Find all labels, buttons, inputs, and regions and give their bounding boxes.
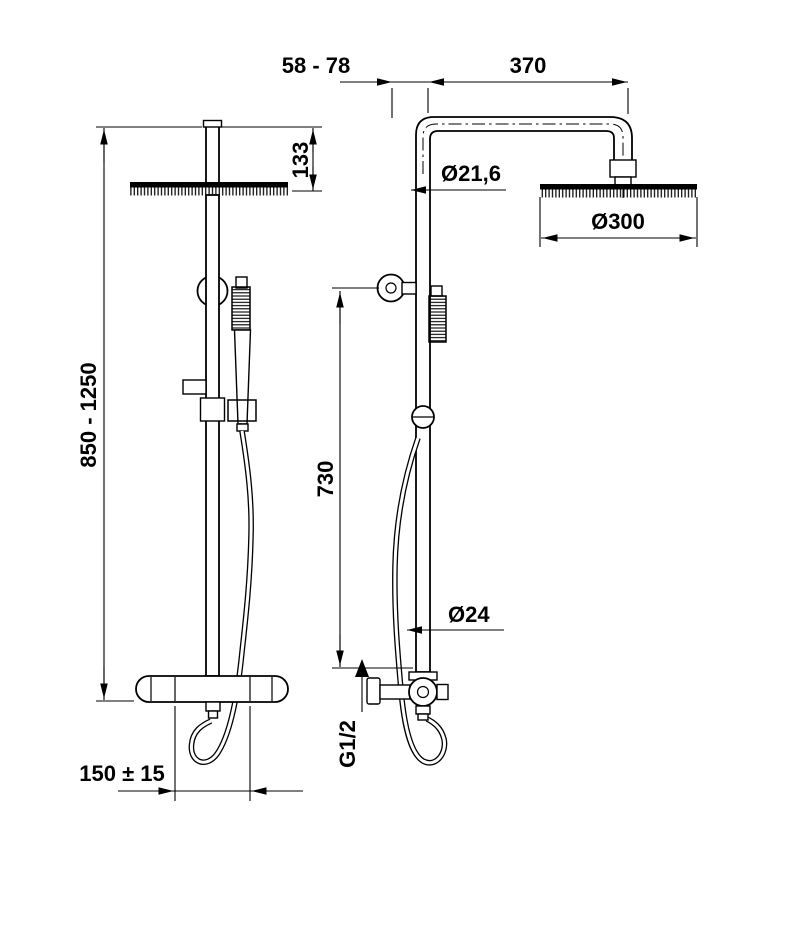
wall-inlet-flange-side	[366, 677, 381, 705]
dim-label-head-drop: 133	[288, 142, 313, 179]
dim-label-connection-spacing: 150 ± 15	[79, 761, 164, 786]
dim-label-lower-tube-diameter: Ø24	[448, 602, 490, 627]
head-connector-stub-side	[614, 176, 632, 186]
dim-label-riser-diameter: Ø21,6	[441, 161, 501, 186]
dim-label-top-offset: 58 - 78	[282, 53, 351, 78]
hose-nut-front	[236, 423, 249, 432]
top-pipe-front	[205, 125, 220, 185]
dimensions: 58 - 78 370 133 Ø21,6 Ø300 850 - 1250 73…	[76, 53, 698, 801]
valve-screw-side	[416, 685, 430, 699]
arm-centerline	[422, 123, 624, 198]
dim-label-inlet-thread: G1/2	[335, 720, 360, 768]
valve-knob-side	[436, 683, 449, 701]
shower-hose-front	[188, 430, 254, 765]
valve-body-side	[408, 677, 438, 707]
dim-label-bracket-height: 730	[313, 461, 338, 498]
mixer-outlet-front	[205, 701, 221, 712]
rain-head-nozzles-side	[540, 189, 697, 198]
riser-and-arm-side	[415, 116, 633, 673]
wall-bracket-screw-side	[385, 282, 397, 294]
rain-head-front	[130, 182, 288, 188]
rain-head-nozzles-front	[130, 187, 288, 196]
top-pipe-cap-front	[202, 119, 223, 128]
thermostat-mixer-bar-front	[135, 675, 289, 703]
head-connector-nut-side	[609, 159, 637, 178]
front-view	[130, 119, 289, 765]
wall-bracket-arm-side	[401, 281, 417, 295]
valve-outlet-nut-side	[417, 713, 429, 721]
rain-head-side	[540, 184, 697, 190]
dim-label-head-diameter: Ø300	[591, 209, 645, 234]
handshower-holder-front	[227, 399, 257, 422]
wall-bracket-flange-side	[376, 273, 406, 303]
handshower-head-front	[231, 286, 251, 331]
leader-inlet-thread-arrow	[355, 659, 369, 677]
slider-clamp-front	[199, 397, 226, 422]
mixer-outlet-nut-front	[207, 710, 219, 719]
shower-hose-front-inner	[189, 430, 253, 764]
dim-label-column-height: 850 - 1250	[76, 362, 101, 467]
handshower-head-side	[428, 295, 447, 343]
handshower-handle-front	[233, 329, 252, 425]
dim-label-arm-length: 370	[510, 53, 547, 78]
wall-inlet-pipe-side	[379, 684, 411, 700]
riser-pipe-front	[205, 194, 220, 677]
valve-outlet-side	[415, 705, 431, 715]
handshower-connector-side	[430, 285, 443, 297]
side-view	[366, 116, 697, 766]
diverter-knob-front	[182, 379, 207, 395]
